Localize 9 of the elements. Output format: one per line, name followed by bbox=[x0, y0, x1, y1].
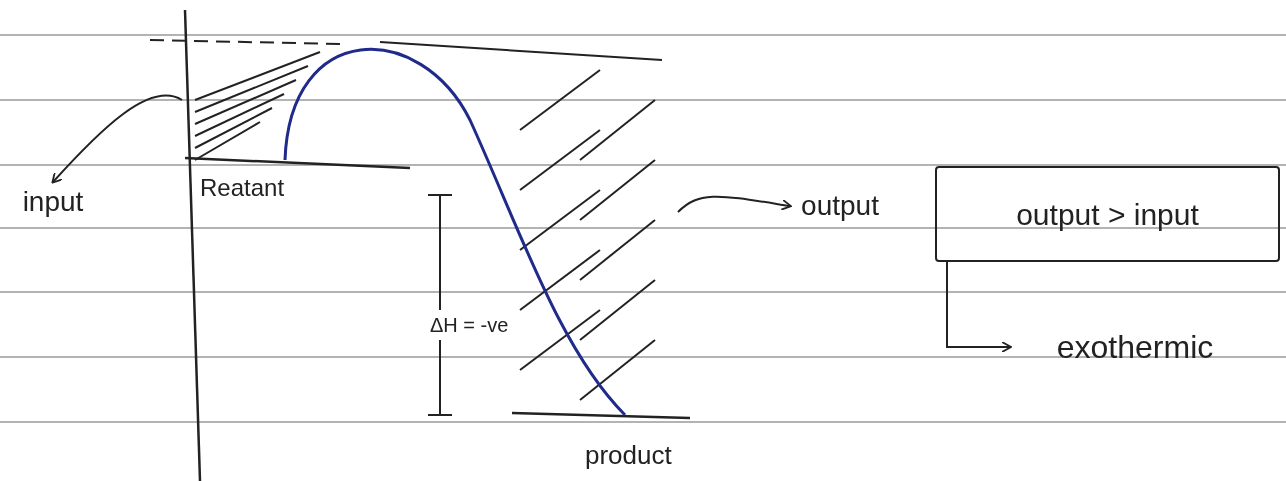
output-label: output bbox=[790, 186, 890, 226]
arrow bbox=[51, 94, 183, 184]
product-label: product bbox=[585, 439, 672, 472]
input-label: input bbox=[8, 182, 98, 222]
arrow bbox=[946, 261, 1012, 353]
comparison-box: output > input bbox=[935, 166, 1280, 262]
arrow bbox=[677, 195, 792, 213]
reactant-label: Reatant bbox=[200, 173, 285, 203]
exothermic-label: exothermic bbox=[1010, 324, 1260, 370]
